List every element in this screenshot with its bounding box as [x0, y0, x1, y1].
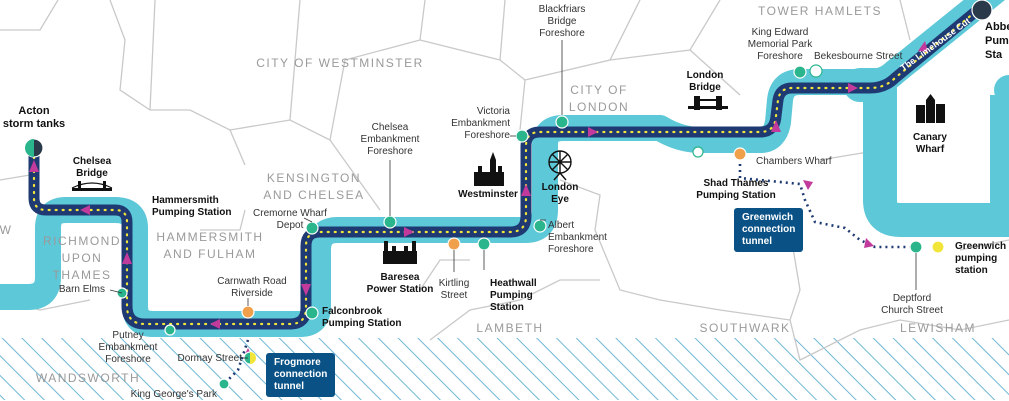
- thames-tideway-tunnel: [28, 2, 986, 330]
- label-carnwath-road-riverside: Carnwath Road Riverside: [217, 276, 287, 299]
- canary-wharf-icon: [916, 94, 945, 123]
- label-chelsea-embankment-foreshore: Chelsea Embankment Foreshore: [360, 122, 420, 157]
- label-london-bridge: London Bridge: [686, 70, 724, 93]
- tower-bridge-icon: [688, 106, 728, 109]
- borough-tower-hamlets: TOWER HAMLETS: [758, 4, 882, 18]
- label-falconbrook-pumping-station: Falconbrook Pumping Station: [322, 306, 402, 329]
- pointer-lines: [109, 40, 917, 359]
- label-shad-thames-pumping-station: Shad Thames Pumping Station: [696, 178, 776, 201]
- borough-richmond-upon-thames: RICHMOND UPON THAMES: [43, 234, 121, 282]
- borough-edge-w: W: [0, 223, 13, 237]
- label-blackfriars-bridge-foreshore: Blackfriars Bridge Foreshore: [538, 4, 586, 39]
- battersea-icon: [383, 251, 417, 264]
- label-albert-embankment-foreshore: Albert Embankment Foreshore: [548, 220, 607, 255]
- frogmore-connection-tunnel-label: Frogmore connection tunnel: [266, 353, 336, 397]
- label-abbey-mills: Abbe Pum Sta: [985, 21, 1009, 61]
- label-westminster: Westminster: [458, 189, 518, 200]
- label-cremorne-wharf-depot: Cremorne Wharf Depot: [253, 208, 327, 231]
- label-chelsea-bridge: Chelsea Bridge: [72, 156, 112, 179]
- label-canary-wharf: Canary Wharf: [913, 132, 947, 155]
- label-hammersmith-pumping-station: Hammersmith Pumping Station: [152, 195, 232, 218]
- label-chambers-wharf: Chambers Wharf: [756, 156, 832, 167]
- borough-city-of-westminster: CITY OF WESTMINSTER: [256, 56, 424, 70]
- river-right-edge: [990, 95, 1009, 235]
- borough-lewisham: LEWISHAM: [899, 321, 977, 335]
- label-king-georges-park: King George's Park: [130, 389, 217, 400]
- label-kirtling-street: Kirtling Street: [438, 278, 470, 301]
- connection-tunnels: [223, 158, 915, 385]
- borough-southwark: SOUTHWARK: [699, 321, 791, 335]
- label-barn-elms: Barn Elms: [58, 284, 105, 295]
- label-victoria-embankment-foreshore: Victoria Embankment Foreshore: [451, 106, 510, 141]
- greenwich-connection-tunnel-label: Greenwich connection tunnel: [734, 208, 804, 252]
- label-acton-storm-tanks: Acton storm tanks: [2, 105, 66, 130]
- label-battersea-power-station: Baresea Power Station: [366, 272, 434, 295]
- borough-boundaries: [0, 0, 1009, 361]
- label-dormay-street: Dormay Street: [177, 353, 242, 364]
- borough-hammersmith-and-fulham: HAMMERSMITH AND FULHAM: [156, 230, 264, 261]
- river-thames: [0, 0, 1009, 337]
- label-deptford-church-street: Deptford Church Street: [881, 293, 943, 316]
- label-london-eye: London Eye: [541, 182, 579, 205]
- borough-lambeth: LAMBETH: [476, 321, 544, 335]
- borough-kensington-and-chelsea: KENSINGTON AND CHELSEA: [263, 171, 365, 202]
- label-greenwich-pumping-station: Greenwich pumping station: [955, 241, 1007, 276]
- label-heathwall-pumping-station: Heathwall Pumping Station: [490, 278, 537, 313]
- london-eye-icon: [548, 150, 572, 174]
- label-bekesbourne-street: Bekesbourne Street: [814, 51, 903, 62]
- label-king-edward-memorial-park-foreshore: King Edward Memorial Park Foreshore: [747, 27, 813, 62]
- borough-wandsworth: WANDSWORTH: [35, 371, 141, 385]
- chelsea-bridge-icon: [72, 188, 112, 191]
- landmark-icons: [71, 94, 945, 264]
- borough-city-of-london: CITY OF LONDON: [568, 83, 630, 114]
- label-putney-embankment-foreshore: Putney Embankment Foreshore: [98, 330, 158, 365]
- hatched-zone: [0, 338, 1009, 400]
